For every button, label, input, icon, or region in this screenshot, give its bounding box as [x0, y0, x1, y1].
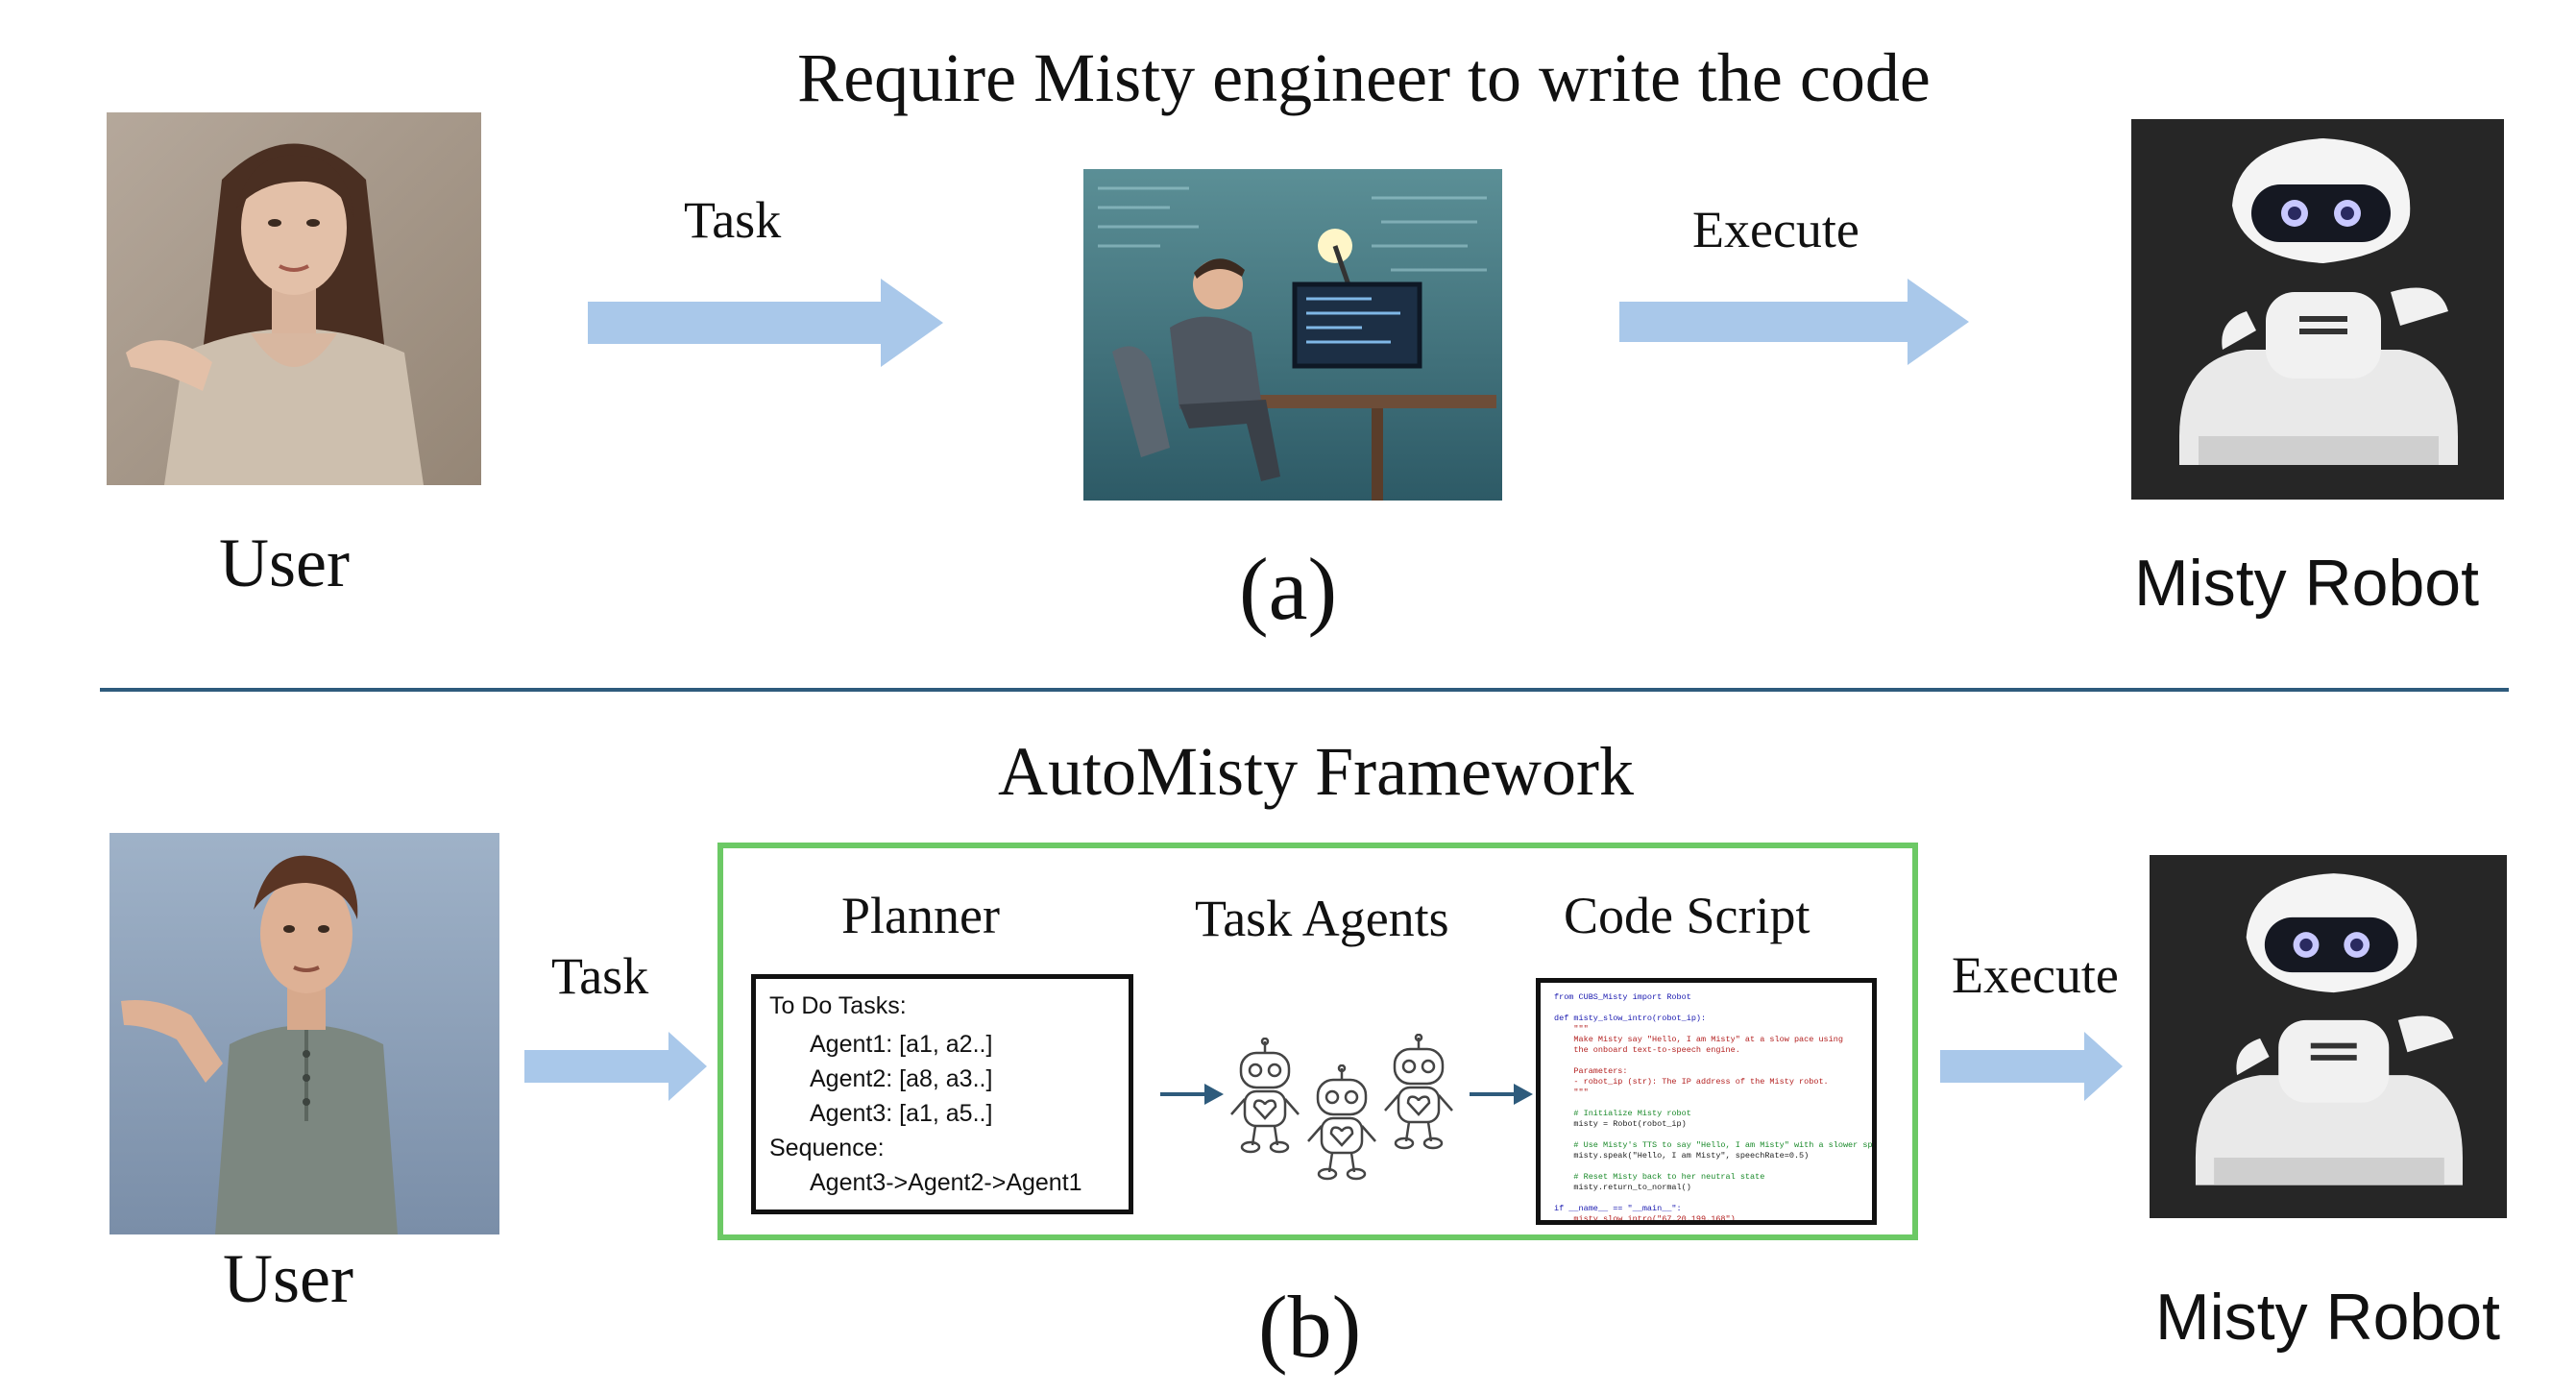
task-agents-heading: Task Agents: [1195, 890, 1449, 947]
planner-heading: Planner: [841, 887, 1000, 944]
user-photo-man: [109, 833, 499, 1234]
code-script-box: from CUBS_Misty import Robot def misty_s…: [1536, 978, 1877, 1225]
panel-a-task-arrow: [588, 279, 943, 367]
code-line: from CUBS_Misty import Robot: [1554, 992, 1691, 1002]
planner-line-agent3: Agent3: [a1, a5..]: [810, 1100, 993, 1127]
code-line: """: [1554, 1024, 1589, 1034]
panel-a-title: Require Misty engineer to write the code: [797, 39, 1931, 116]
code-line: Parameters:: [1554, 1066, 1628, 1076]
misty-robot-photo-b: [2150, 855, 2507, 1218]
code-line: misty = Robot(robot_ip): [1554, 1119, 1687, 1129]
planner-line-agent1: Agent1: [a1, a2..]: [810, 1031, 993, 1058]
planner-line-sequence-order: Agent3->Agent2->Agent1: [810, 1169, 1082, 1196]
code-line: # Reset Misty back to her neutral state: [1554, 1172, 1765, 1182]
panel-a-robot-label: Misty Robot: [2134, 547, 2479, 620]
panel-divider: [100, 688, 2509, 692]
code-line: [1554, 1003, 1859, 1014]
code-line: misty_slow_intro("67.20.199.168"): [1554, 1214, 1736, 1224]
code-line: [1554, 1056, 1859, 1066]
panel-a-user-label: User: [219, 525, 350, 601]
code-line: def misty_slow_intro(robot_ip):: [1554, 1014, 1707, 1023]
planner-line-agent2: Agent2: [a8, a3..]: [810, 1065, 993, 1092]
planner-line-todo: To Do Tasks:: [769, 992, 907, 1019]
code-line: [1554, 1193, 1859, 1204]
code-line: # Use Misty's TTS to say "Hello, I am Mi…: [1573, 1140, 1877, 1150]
planner-line-sequence: Sequence:: [769, 1135, 885, 1161]
code-line: misty.speak("Hello, I am Misty", speechR…: [1554, 1151, 1810, 1161]
code-line: misty.return_to_normal(): [1554, 1183, 1691, 1192]
code-line: [1554, 1161, 1859, 1172]
panel-b-robot-label: Misty Robot: [2155, 1281, 2500, 1354]
panel-a-execute-label: Execute: [1692, 201, 1859, 258]
planner-to-agents-arrow: [1160, 1084, 1224, 1105]
panel-b-title: AutoMisty Framework: [998, 733, 1634, 810]
panel-a-letter: (a): [1239, 540, 1338, 638]
code-line: Make Misty say "Hello, I am Misty" at a …: [1554, 1035, 1843, 1044]
panel-b-execute-arrow: [1940, 1032, 2123, 1101]
panel-b-task-arrow: [524, 1032, 707, 1101]
user-photo-woman: [107, 112, 481, 485]
misty-robot-photo-a: [2131, 119, 2504, 500]
panel-b-letter: (b): [1258, 1278, 1362, 1376]
code-line: if __name__ == "__main__":: [1554, 1204, 1682, 1213]
code-line: # Initialize Misty robot: [1554, 1109, 1691, 1118]
code-line: - robot_ip (str): The IP address of the …: [1554, 1077, 1829, 1087]
panel-b-task-label: Task: [551, 947, 649, 1005]
code-line: """: [1554, 1088, 1589, 1097]
code-line: the onboard text-to-speech engine.: [1554, 1045, 1740, 1055]
code-line: [1554, 1098, 1859, 1109]
automisty-framework-box: [717, 843, 1918, 1240]
code-line: [1554, 1130, 1859, 1140]
panel-b-user-label: User: [223, 1240, 353, 1317]
engineer-image: [1083, 169, 1502, 501]
panel-b-execute-label: Execute: [1952, 946, 2119, 1004]
agents-to-code-arrow: [1470, 1084, 1533, 1105]
panel-a-execute-arrow: [1619, 279, 1969, 365]
task-agent-robot-icon: [1307, 1064, 1376, 1181]
panel-a-task-label: Task: [684, 191, 782, 249]
task-agent-robot-icon: [1230, 1038, 1300, 1154]
planner-box: To Do Tasks: Agent1: [a1, a2..] Agent2: …: [751, 974, 1133, 1214]
task-agent-robot-icon: [1384, 1034, 1453, 1150]
code-script-heading: Code Script: [1564, 887, 1810, 944]
